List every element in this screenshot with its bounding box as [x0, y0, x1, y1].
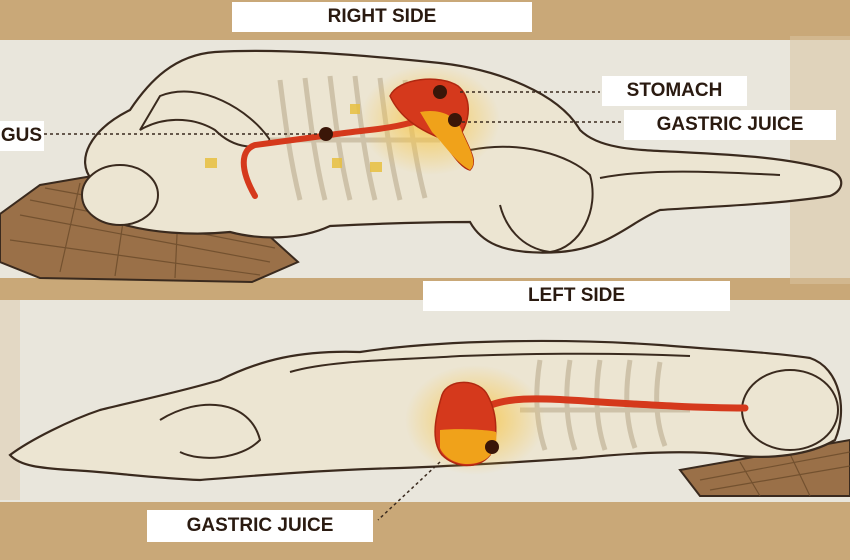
gastric-juice-marker-dot-top	[448, 113, 462, 127]
gastric-juice-marker-dot-bottom	[485, 440, 499, 454]
head-top	[81, 164, 159, 226]
right-side-title: RIGHT SIDE	[232, 2, 532, 32]
stomach-fluid-top	[420, 110, 474, 170]
esophagus-marker-dot	[319, 127, 333, 141]
leg-top	[469, 145, 594, 254]
left-side-title: LEFT SIDE	[423, 281, 730, 311]
gastric-juice-label-top: GASTRIC JUICE	[624, 110, 836, 140]
stomach-marker-dot	[433, 85, 447, 99]
esophagus-label: GUS	[0, 121, 44, 151]
esophagus-bottom	[474, 395, 749, 416]
stomach-fluid-bottom	[440, 429, 497, 465]
right-side-figure	[0, 49, 843, 284]
gastric-juice-label-bottom: GASTRIC JUICE	[147, 510, 373, 542]
stomach-label: STOMACH	[602, 76, 747, 106]
head-bottom	[741, 369, 839, 451]
left-side-figure	[8, 339, 850, 521]
gastric-juice-leader-line-bottom	[377, 461, 441, 521]
